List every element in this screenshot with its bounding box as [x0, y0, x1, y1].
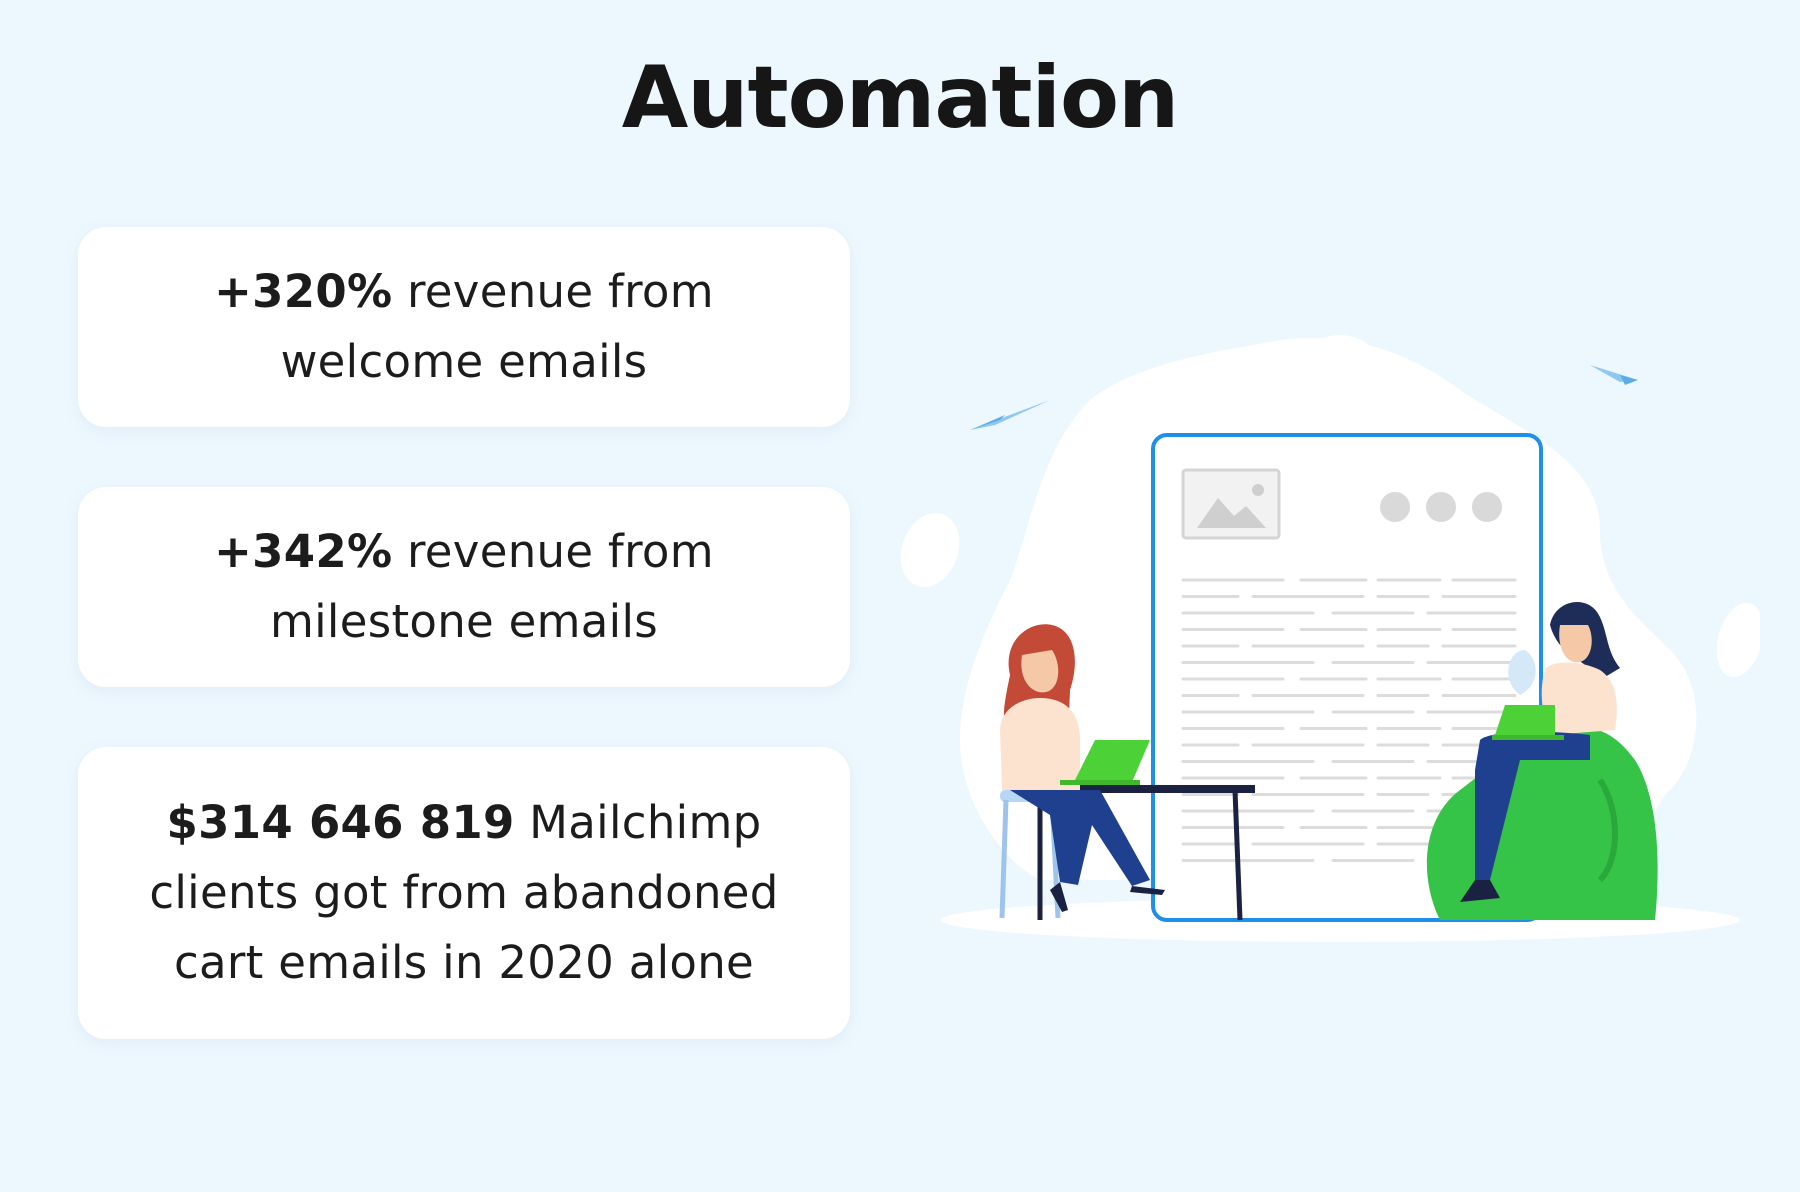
laptop-icon	[1075, 740, 1150, 782]
image-placeholder-icon	[1181, 468, 1281, 540]
plant-leaf	[1508, 650, 1536, 695]
dots-icon	[1380, 492, 1502, 522]
laptop-icon	[1495, 705, 1555, 740]
stat-highlight: $314 646 819	[166, 796, 515, 849]
woman-left	[1000, 624, 1165, 912]
stat-highlight: +320%	[214, 265, 393, 318]
shirt	[1541, 662, 1617, 735]
blob-bubble	[1716, 602, 1760, 678]
page-title: Automation	[621, 48, 1180, 148]
pants	[1010, 790, 1150, 886]
shirt	[1000, 698, 1080, 790]
desk	[1030, 785, 1255, 921]
blob-bubble	[1302, 335, 1378, 395]
text-lines	[1181, 578, 1517, 862]
blob-bubble	[900, 513, 960, 587]
paper-plane-icon	[1590, 365, 1638, 385]
pants	[1475, 731, 1590, 880]
email-automation-illustration	[900, 335, 1760, 942]
stat-highlight: +342%	[214, 525, 393, 578]
paper-plane-icon	[970, 400, 1050, 430]
woman-right	[1460, 602, 1620, 902]
